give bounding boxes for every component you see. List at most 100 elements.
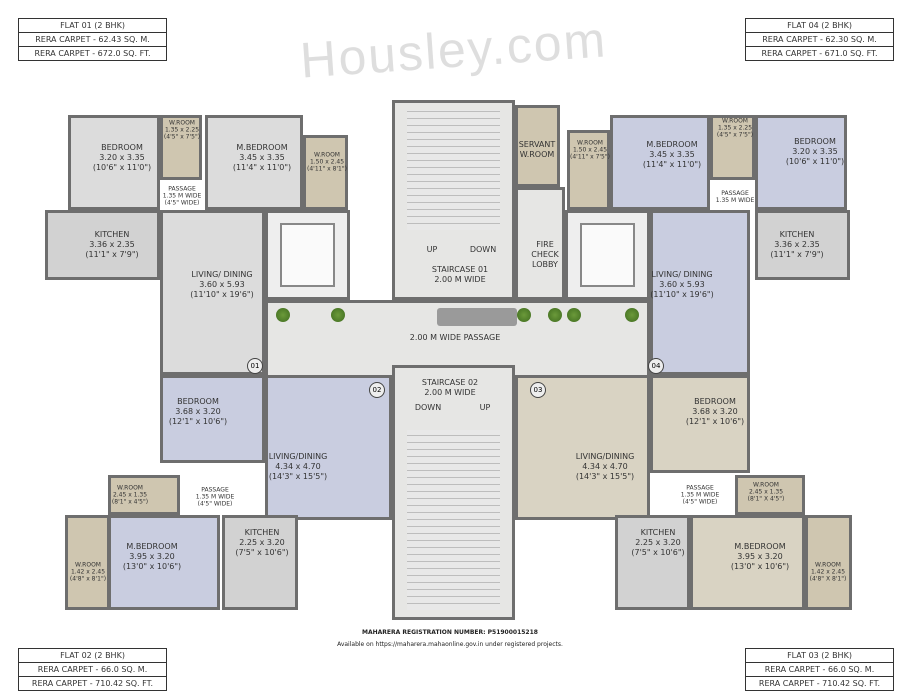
- room-name: FIRE: [536, 240, 554, 249]
- room-dimensions: (11'1" x 7'9"): [770, 250, 824, 259]
- room-name: W.ROOM: [169, 119, 195, 127]
- room-name: PASSAGE: [686, 484, 714, 492]
- plant-icon: [276, 308, 290, 322]
- area-table-flat-01: FLAT 01 (2 BHK)RERA CARPET - 62.43 SQ. M…: [18, 18, 167, 61]
- bench: [437, 308, 517, 326]
- room-name: KITCHEN: [94, 230, 130, 239]
- stair-direction-label: UP: [426, 245, 438, 254]
- room-dimensions: 1.35 x 2.25: [717, 124, 753, 132]
- room-area: [567, 130, 610, 210]
- room-dimensions: (13'0" x 10'6"): [122, 562, 182, 571]
- room-area: [755, 115, 847, 210]
- room-dimensions: (4'5" x 7'5"): [163, 133, 201, 141]
- plant-icon: [625, 308, 639, 322]
- lift: [565, 210, 650, 300]
- room-area: [690, 515, 805, 610]
- area-table-title: FLAT 01 (2 BHK): [19, 19, 166, 33]
- room-area: [515, 375, 650, 520]
- registration-number: MAHARERA REGISTRATION NUMBER: P519000152…: [362, 629, 538, 636]
- room-dimensions: 3.45 x 3.35: [239, 153, 285, 162]
- room-area: [610, 115, 710, 210]
- room-name: STAIRCASE 02: [421, 378, 479, 387]
- room-dimensions: (8'1" X 4'5"): [747, 495, 785, 503]
- room-area: [615, 515, 690, 610]
- room-name: SERVANT: [518, 140, 556, 149]
- room-dimensions: (11'10" x 19'6"): [650, 290, 714, 299]
- room-area: [222, 515, 298, 610]
- room-name: W.ROOM: [75, 561, 101, 569]
- room-dimensions: (14'3" x 15'5"): [575, 472, 635, 481]
- room-name: W.ROOM: [815, 561, 841, 569]
- room-dimensions: (10'6" x 11'0"): [785, 157, 845, 166]
- flat-door-tag: 01: [247, 358, 263, 374]
- room-name: M.BEDROOM: [734, 542, 786, 551]
- room-dimensions: (4'11" x 7'5"): [570, 153, 610, 161]
- room-name: BEDROOM: [794, 137, 836, 146]
- room-dimensions: (11'4" x 11'0"): [642, 160, 702, 169]
- flat-door-tag: 02: [369, 382, 385, 398]
- room-dimensions: 3.95 x 3.20: [737, 552, 783, 561]
- area-table-flat-03: FLAT 03 (2 BHK)RERA CARPET - 66.0 SQ. M.…: [745, 648, 894, 691]
- room-dimensions: (12'1" x 10'6"): [685, 417, 745, 426]
- room-area: [265, 375, 392, 520]
- room-area: [68, 115, 160, 210]
- room-area: [735, 475, 805, 515]
- room-dimensions: 1.42 x 2.45: [70, 568, 106, 576]
- area-table-sqft: RERA CARPET - 672.0 SQ. FT.: [34, 49, 151, 58]
- room-dimensions: (13'0" x 10'6"): [730, 562, 790, 571]
- staircase-steps: [407, 110, 500, 230]
- room-dimensions: (4'5" WIDE): [164, 199, 200, 207]
- room-dimensions: 3.20 x 3.35: [792, 147, 838, 156]
- registration-note: Available on https://maharera.mahaonline…: [337, 641, 563, 648]
- room-dimensions: 3.60 x 5.93: [199, 280, 245, 289]
- room-name: LIVING/DINING: [268, 452, 328, 461]
- room-name: STAIRCASE 01: [431, 265, 489, 274]
- area-table-flat-02: FLAT 02 (2 BHK)RERA CARPET - 66.0 SQ. M.…: [18, 648, 167, 691]
- room-dimensions: 3.36 x 2.35: [89, 240, 135, 249]
- room-dimensions: (8'1" x 4'5"): [111, 498, 149, 506]
- room-name: KITCHEN: [640, 528, 676, 537]
- room-dimensions: (4'8" X 8'1"): [809, 575, 847, 583]
- room-area: [303, 135, 348, 210]
- room-name: W.ROOM: [753, 481, 779, 489]
- room-area: [108, 515, 220, 610]
- area-table-title: FLAT 04 (2 BHK): [746, 19, 893, 33]
- room-dimensions: (10'6" x 11'0"): [92, 163, 152, 172]
- room-dimensions: 3.68 x 3.20: [175, 407, 221, 416]
- room-dimensions: 4.34 x 4.70: [275, 462, 321, 471]
- room-dimensions: LOBBY: [532, 260, 558, 269]
- room-dimensions: W.ROOM: [519, 150, 555, 159]
- room-dimensions: (4'5" x 7'5"): [716, 131, 754, 139]
- plant-icon: [567, 308, 581, 322]
- room-area: [650, 210, 750, 375]
- room-area: [650, 375, 750, 473]
- watermark: Housley.com: [298, 11, 609, 89]
- room-dimensions: (11'4" x 11'0"): [232, 163, 292, 172]
- room-area: [755, 210, 850, 280]
- room-dimensions: (7'5" x 10'6"): [235, 548, 289, 557]
- plant-icon: [548, 308, 562, 322]
- room-area: [160, 115, 202, 180]
- room-dimensions: 1.35 M WIDE: [162, 192, 202, 200]
- room-name: W.ROOM: [577, 139, 603, 147]
- room-dimensions: (7'5" x 10'6"): [631, 548, 685, 557]
- room-dimensions: 1.35 x 2.25: [164, 126, 200, 134]
